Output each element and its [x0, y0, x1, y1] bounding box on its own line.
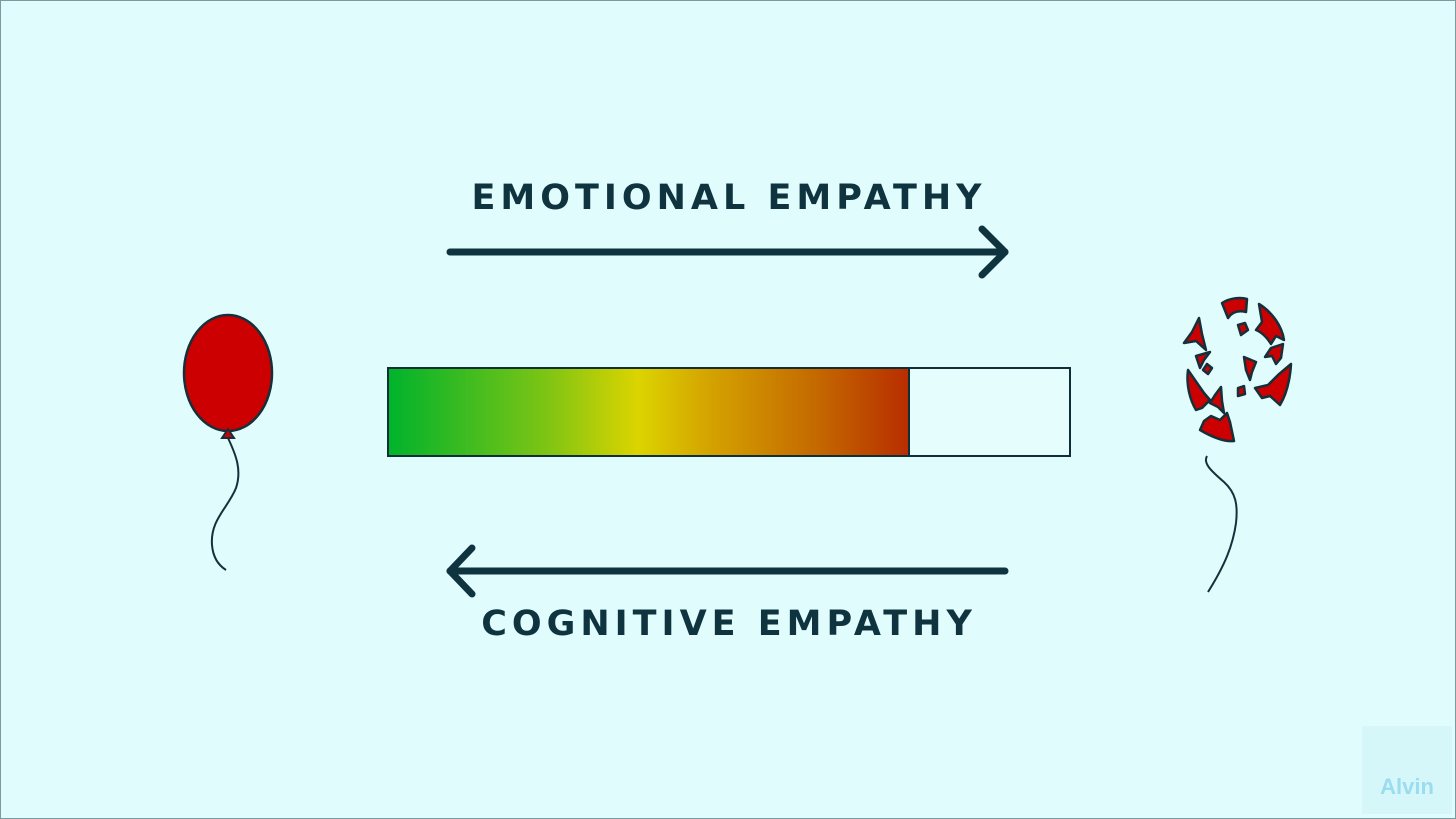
popped-balloon-icon: [1182, 296, 1293, 593]
empathy-meter-fill: [389, 369, 910, 455]
cognitive-empathy-label: COGNITIVE EMPATHY: [481, 604, 977, 644]
left-arrow-icon: [446, 544, 1009, 598]
empathy-meter: [387, 367, 1071, 457]
intact-balloon-icon: [182, 313, 274, 571]
emotional-empathy-label: EMOTIONAL EMPATHY: [471, 178, 987, 218]
right-arrow-icon: [446, 225, 1009, 279]
watermark: Alvin: [1362, 726, 1452, 814]
